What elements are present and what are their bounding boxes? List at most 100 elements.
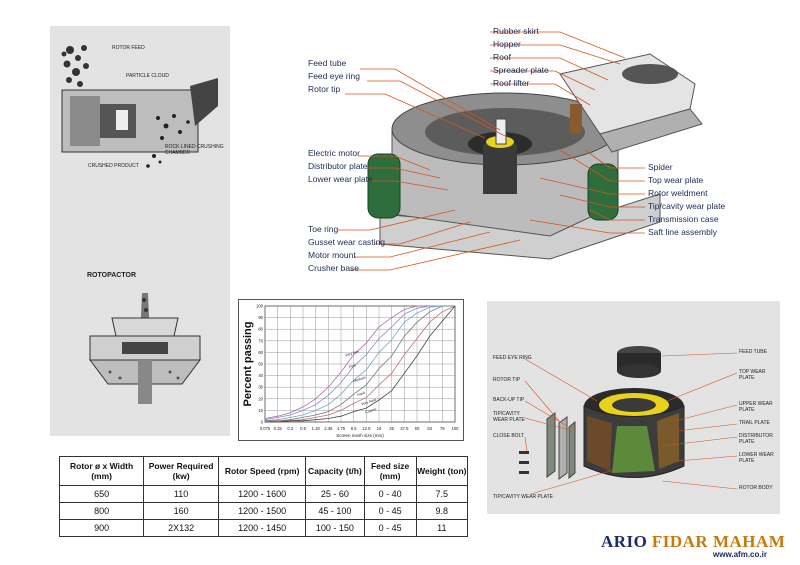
label-transmission-case: Transmission case: [648, 214, 719, 224]
series-label: Fine: [349, 363, 357, 369]
label-spreader-plate: Spreader plate: [493, 65, 549, 75]
series-label: Coarse: [365, 407, 377, 414]
brand-name-part1: ARIO: [601, 532, 648, 551]
header-capacity: Capacity (t/h): [305, 456, 365, 486]
header-rotor: Rotor ø x Width (mm): [58, 456, 145, 486]
cell-speed: 1200 - 1500: [218, 502, 307, 520]
label-tip-cavity-wear-plate: Tip/cavity wear plate: [648, 201, 726, 211]
x-tick-label: 19: [377, 426, 382, 431]
y-tick-label: 50: [258, 362, 263, 367]
exploded-label-close-bolt: CLOSE BOLT: [493, 433, 525, 439]
header-weight: Weight (ton): [415, 456, 469, 486]
series-line: [265, 305, 455, 422]
series-line: [264, 305, 455, 419]
label-spider: Spider: [648, 162, 673, 172]
x-tick-label: 12.5: [362, 426, 371, 431]
x-tick-label: 37.5: [400, 426, 409, 431]
plot-frame: [264, 305, 456, 423]
y-tick-label: 90: [258, 315, 263, 320]
cell-speed: 1200 - 1450: [218, 519, 307, 537]
label-rotor-tip: Rotor tip: [308, 84, 341, 94]
label-rubber-skirt: Rubber skirt: [493, 26, 539, 36]
cell-speed: 1200 - 1600: [218, 485, 307, 503]
y-tick-label: 40: [258, 373, 263, 378]
x-tick-label: 1.18: [312, 426, 321, 431]
exploded-label-back-up-tip: BACK-UP TIP: [493, 397, 525, 403]
y-tick-label: 10: [258, 408, 263, 413]
series-label: Very hard: [361, 398, 377, 407]
label-roof: Roof: [493, 52, 511, 62]
series-line: [264, 305, 456, 423]
y-axis-label: Percent passing: [242, 322, 254, 407]
y-tick-label: 80: [258, 327, 263, 332]
cell-weight: 11: [415, 519, 469, 537]
crushed-product-label: CRUSHED PRODUCT: [88, 163, 139, 169]
table-row: 800 160 1200 - 1500 45 - 100 0 - 45 9.8: [58, 502, 469, 520]
series-line: [265, 305, 456, 423]
series-label: Hard: [357, 391, 366, 397]
x-tick-label: 50: [415, 426, 420, 431]
label-crusher-base: Crusher base: [308, 263, 360, 273]
exploded-label-rotor-body: ROTOR BODY: [739, 485, 773, 491]
rotopactor-title: ROTOPACTOR: [87, 272, 137, 279]
label-rotor-weldment: Rotor weldment: [648, 188, 708, 198]
y-tick-label: 0: [261, 420, 264, 425]
cell-power: 2X132: [143, 519, 220, 537]
x-tick-label: 0.3: [287, 426, 293, 431]
exploded-label-lower-wear-plate: LOWER WEAR PLATE: [739, 452, 774, 464]
cell-feed-size: 0 - 45: [363, 502, 417, 520]
x-tick-label: 25: [389, 426, 394, 431]
series-label: Medium: [353, 375, 366, 383]
x-tick-label: 2.36: [324, 426, 333, 431]
cell-capacity: 25 - 60: [305, 485, 365, 503]
callout-lines: [338, 31, 645, 271]
table-row: 650 110 1200 - 1600 25 - 60 0 - 40 7.5: [58, 485, 469, 503]
cell-feed-size: 0 - 40: [363, 485, 417, 503]
y-tick-label: 30: [258, 385, 263, 390]
x-tick-label: 75: [440, 426, 445, 431]
label-top-wear-plate: Top wear plate: [648, 175, 704, 185]
cell-rotor: 800: [58, 502, 145, 520]
brand-name-part2: FIDAR MAHAM: [651, 532, 786, 551]
spec-table-header-row: Rotor ø x Width (mm) Power Required (kw)…: [58, 456, 469, 486]
x-tick-label: 9.5: [351, 426, 357, 431]
y-tick-label: 100: [256, 304, 264, 309]
series-line: [264, 305, 455, 422]
label-feed-eye-ring: Feed eye ring: [308, 71, 360, 81]
label-lower-wear-plate: Lower wear plate: [308, 174, 373, 184]
x-tick-label: 0.075: [260, 426, 271, 431]
label-electric-motor: Electric motor: [308, 148, 360, 158]
rotor-feed-label: ROTOR FEED: [112, 45, 145, 51]
cell-capacity: 45 - 100: [305, 502, 365, 520]
spec-table: Rotor ø x Width (mm) Power Required (kw)…: [58, 456, 469, 537]
label-feed-tube: Feed tube: [308, 58, 347, 68]
label-distributor-plate: Distributor plate: [308, 161, 368, 171]
exploded-rotor-panel: FEED EYE RING ROTOR TIP BACK-UP TIP TIP/…: [487, 301, 780, 514]
cell-power: 160: [143, 502, 220, 520]
cell-capacity: 100 - 150: [305, 519, 365, 537]
brand-website: www.afm.co.ir: [713, 550, 767, 559]
table-row: 900 2X132 1200 - 1450 100 - 150 0 - 45 1…: [58, 519, 469, 537]
y-tick-label: 60: [258, 350, 263, 355]
brand-logo: ARIO FIDAR MAHAM: [601, 532, 785, 552]
exploded-label-distributor-plate: DISTRIBUTOR PLATE: [739, 433, 773, 445]
cell-power: 110: [143, 485, 220, 503]
exploded-label-upper-wear-plate: UPPER WEAR PLATE: [739, 401, 773, 413]
label-toe-ring: Toe ring: [308, 224, 339, 234]
cell-weight: 9.8: [415, 502, 469, 520]
particle-cloud-label: PARTICLE CLOUD: [126, 73, 169, 79]
y-tick-label: 20: [258, 396, 263, 401]
left-diagram-panel: ROTOR FEED PARTICLE CLOUD ROCK LINED CRU…: [50, 26, 230, 436]
crushing-process-illustration: [61, 45, 218, 404]
exploded-label-feed-eye-ring: FEED EYE RING: [493, 355, 532, 361]
series-label: Very fine: [345, 350, 360, 358]
exploded-label-tip-cavity-1: TIP/CAVITY WEAR PLATE: [493, 411, 525, 423]
crusher-cutaway-illustration: [367, 53, 703, 260]
x-tick-label: 0.6: [300, 426, 306, 431]
cell-weight: 7.5: [415, 485, 469, 503]
label-hopper: Hopper: [493, 39, 521, 49]
series-line: [264, 305, 455, 421]
x-tick-label: 4.75: [337, 426, 346, 431]
exploded-rotor-illustration: [519, 346, 738, 495]
